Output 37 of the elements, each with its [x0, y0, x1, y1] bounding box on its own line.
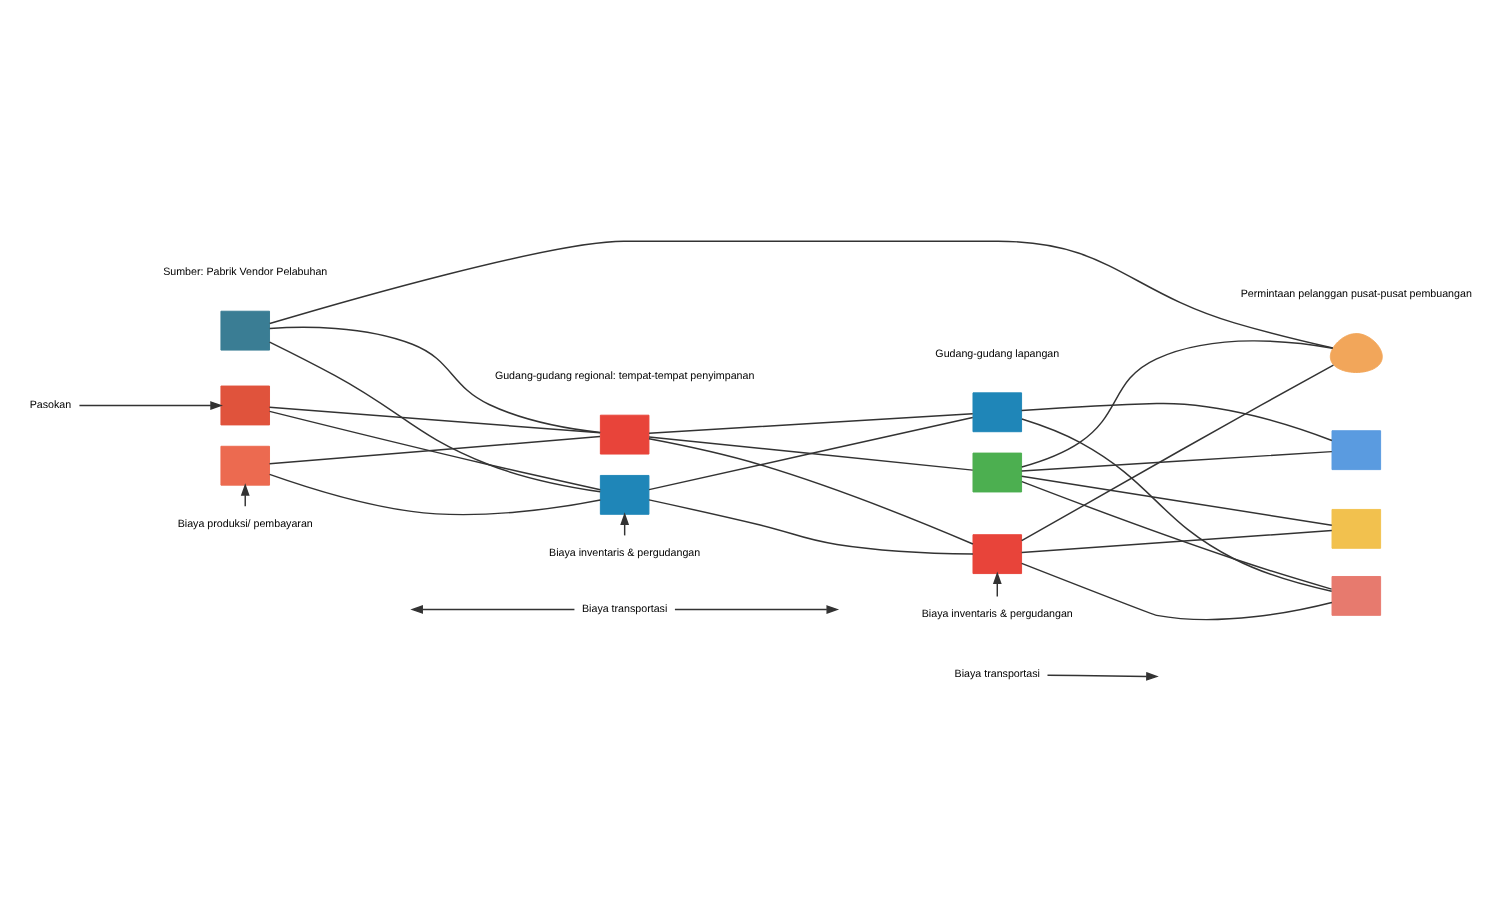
node-box [972, 534, 1023, 575]
node-box [1331, 430, 1382, 471]
arrow [78, 401, 223, 410]
connector [1020, 364, 1335, 542]
connector [1021, 418, 1333, 592]
node-box [1331, 576, 1382, 616]
connector [1020, 475, 1333, 526]
connector [269, 240, 1334, 349]
node-box [220, 310, 270, 351]
arrow [674, 605, 840, 614]
connector [648, 436, 974, 471]
node-box [972, 452, 1023, 493]
connector [1021, 340, 1334, 468]
connector [268, 435, 601, 465]
connector [1020, 562, 1333, 621]
connector [1020, 450, 1333, 472]
connector [269, 326, 601, 434]
arrow [410, 605, 576, 614]
connector [268, 410, 602, 491]
node-box [220, 385, 270, 426]
connector [268, 341, 601, 493]
connector [268, 406, 601, 434]
node-box [220, 445, 270, 486]
connector [1020, 402, 1333, 442]
connector [1021, 480, 1333, 590]
node-person [1329, 333, 1383, 373]
connector [648, 438, 974, 545]
connector [648, 412, 974, 434]
connector [268, 473, 602, 516]
node-box [1331, 508, 1382, 549]
connector [648, 499, 974, 555]
node-box [972, 392, 1023, 433]
node-box [599, 474, 650, 515]
arrow [1046, 672, 1159, 681]
connector [1020, 529, 1333, 554]
connector [648, 416, 974, 491]
node-box [599, 414, 650, 455]
